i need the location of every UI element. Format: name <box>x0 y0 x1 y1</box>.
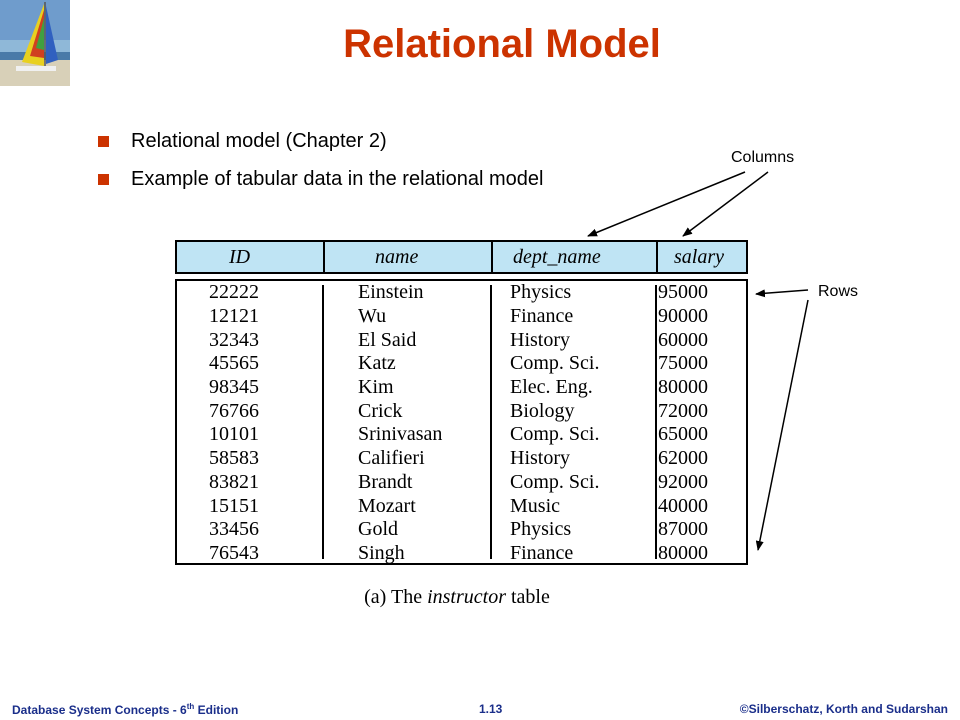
cell-salary: 95000 <box>658 281 708 304</box>
cell-name: Singh <box>358 541 405 564</box>
square-bullet-icon <box>98 173 109 185</box>
cell-name: Srinivasan <box>358 423 443 446</box>
cell-dept-name: Finance <box>510 305 574 328</box>
cell-salary: 87000 <box>658 518 708 541</box>
bullet-text: Example of tabular data in the relationa… <box>131 168 544 190</box>
cell-name: Gold <box>358 518 398 541</box>
table-row: 12121 Wu Finance 90000 <box>177 305 746 329</box>
table-row: 83821 Brandt Comp. Sci. 92000 <box>177 471 746 495</box>
caption-suffix: table <box>505 586 550 608</box>
cell-salary: 80000 <box>658 376 708 399</box>
footer-copyright: ©Silberschatz, Korth and Sudarshan <box>739 702 948 716</box>
cell-dept-name: Finance <box>510 541 574 564</box>
cell-dept-name: Comp. Sci. <box>510 352 600 375</box>
cell-salary: 40000 <box>658 494 708 517</box>
page-number: 1.13 <box>479 702 503 716</box>
table-header: ID name dept_name salary <box>175 240 748 274</box>
header-name: name <box>323 242 491 272</box>
column-divider <box>490 285 492 559</box>
cell-id: 83821 <box>209 470 259 493</box>
cell-salary: 65000 <box>658 423 708 446</box>
cell-dept-name: Comp. Sci. <box>510 470 600 493</box>
caption-italic: instructor <box>427 586 506 608</box>
cell-salary: 92000 <box>658 470 708 493</box>
columns-label: Columns <box>731 149 795 166</box>
cell-name: Kim <box>358 376 394 399</box>
cell-id: 58583 <box>209 447 259 470</box>
caption-prefix: (a) The <box>364 586 428 608</box>
cell-salary: 90000 <box>658 305 708 328</box>
cell-id: 22222 <box>209 281 259 304</box>
cell-dept-name: Comp. Sci. <box>510 423 600 446</box>
cell-name: Califieri <box>358 447 425 470</box>
cell-salary: 60000 <box>658 328 708 351</box>
sailboat-logo <box>0 0 70 86</box>
bullet-item: Relational model (Chapter 2) <box>98 122 543 160</box>
cell-salary: 75000 <box>658 352 708 375</box>
cell-dept-name: History <box>510 447 570 470</box>
column-divider <box>655 285 657 559</box>
cell-dept-name: History <box>510 328 570 351</box>
arrow-to-salary-column <box>682 171 769 237</box>
header-salary: salary <box>656 242 746 272</box>
cell-salary: 72000 <box>658 399 708 422</box>
cell-name: Katz <box>358 352 396 375</box>
cell-dept-name: Music <box>510 494 560 517</box>
header-dept-name: dept_name <box>491 242 656 272</box>
cell-id: 76766 <box>209 399 259 422</box>
table-row: 76766 Crick Biology 72000 <box>177 399 746 423</box>
table-row: 15151 Mozart Music 40000 <box>177 494 746 518</box>
cell-name: Brandt <box>358 470 413 493</box>
bullet-item: Example of tabular data in the relationa… <box>98 160 543 198</box>
cell-dept-name: Physics <box>510 281 572 304</box>
cell-dept-name: Physics <box>510 518 572 541</box>
table-row: 58583 Califieri History 62000 <box>177 447 746 471</box>
cell-id: 45565 <box>209 352 259 375</box>
slide-footer: Database System Concepts - 6th Edition 1… <box>0 696 960 720</box>
slide-title: Relational Model <box>343 22 661 66</box>
rows-label: Rows <box>818 283 859 300</box>
table-caption: (a) The instructor table <box>0 586 914 609</box>
header-id: ID <box>229 245 251 268</box>
cell-dept-name: Biology <box>510 399 575 422</box>
table-row: 45565 Katz Comp. Sci. 75000 <box>177 352 746 376</box>
table-row: 33456 Gold Physics 87000 <box>177 518 746 542</box>
arrow-to-first-row <box>755 289 809 298</box>
footer-book-title: Database System Concepts - 6th Edition <box>12 702 239 717</box>
table-row: 10101 Srinivasan Comp. Sci. 65000 <box>177 423 746 447</box>
cell-name: Einstein <box>358 281 424 304</box>
square-bullet-icon <box>98 135 109 147</box>
table-row: 98345 Kim Elec. Eng. 80000 <box>177 376 746 400</box>
column-divider <box>322 285 324 559</box>
cell-id: 15151 <box>209 494 259 517</box>
bullet-list: Relational model (Chapter 2) Example of … <box>98 122 543 198</box>
table-row: 76543 Singh Finance 80000 <box>177 542 746 566</box>
cell-id: 12121 <box>209 305 259 328</box>
cell-name: Mozart <box>358 494 416 517</box>
cell-name: Wu <box>358 305 387 328</box>
cell-name: Crick <box>358 399 403 422</box>
cell-name: El Said <box>358 328 417 351</box>
arrow-to-last-row <box>755 299 809 551</box>
cell-id: 33456 <box>209 518 259 541</box>
arrow-to-dept-column <box>587 171 746 237</box>
cell-salary: 62000 <box>658 447 708 470</box>
cell-id: 76543 <box>209 541 259 564</box>
cell-id: 10101 <box>209 423 259 446</box>
cell-id: 98345 <box>209 376 259 399</box>
table-row: 22222 Einstein Physics 95000 <box>177 281 746 305</box>
cell-salary: 80000 <box>658 541 708 564</box>
table-row: 32343 El Said History 60000 <box>177 328 746 352</box>
cell-dept-name: Elec. Eng. <box>510 376 593 399</box>
bullet-text: Relational model (Chapter 2) <box>131 130 387 152</box>
cell-id: 32343 <box>209 328 259 351</box>
